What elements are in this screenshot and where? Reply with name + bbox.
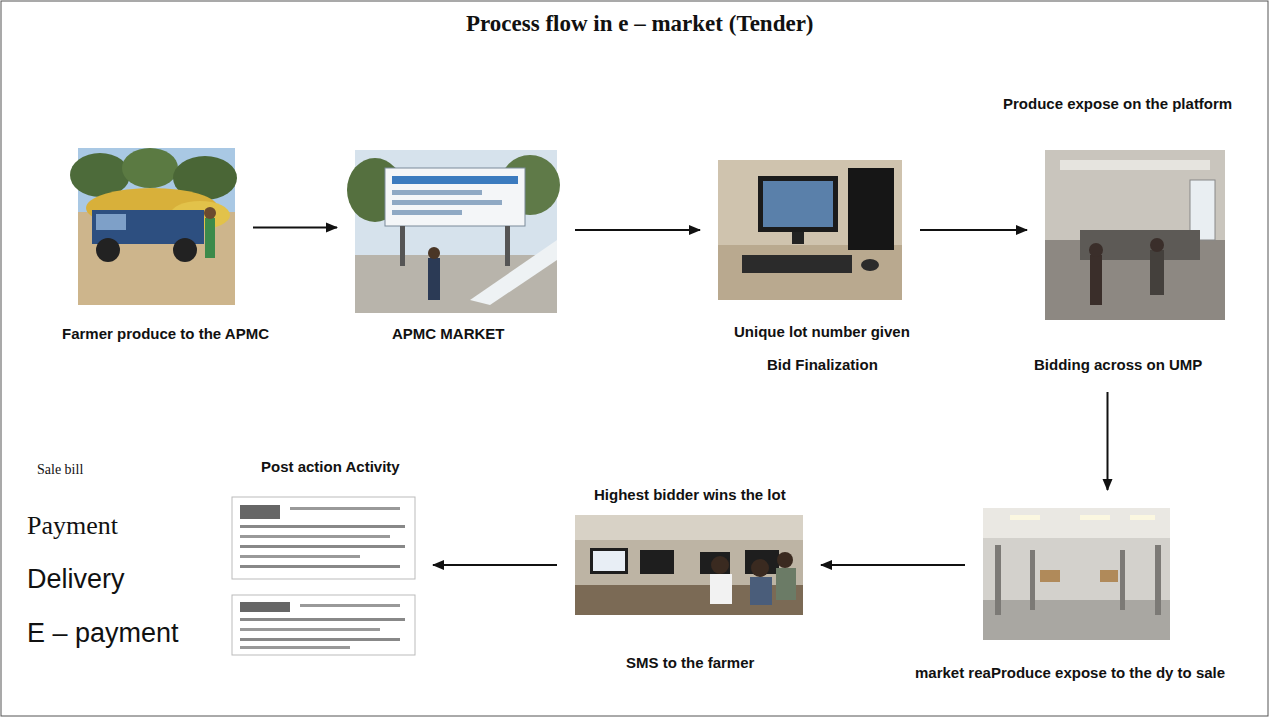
step-caption: Unique lot number given (734, 323, 910, 341)
e-platform-hall-photo (1045, 150, 1225, 320)
post-action-item: Delivery (27, 563, 125, 595)
apmc-market-photo (347, 150, 560, 313)
post-action-item: Payment (27, 510, 118, 542)
step-caption: Bidding across on UMP (1034, 356, 1202, 374)
photo-step: Post action Activity (230, 497, 415, 655)
step-caption: Post action Activity (261, 458, 400, 476)
post-action-item: Sale bill (37, 461, 83, 479)
step-caption: Highest bidder wins the lot (594, 486, 786, 504)
photo-step: APMC MARKET (355, 150, 557, 313)
flow-arrow (1107, 392, 1109, 490)
flow-arrow (920, 229, 1027, 231)
flow-arrow (253, 227, 337, 229)
flow-arrow (575, 229, 700, 231)
flow-arrow (821, 564, 965, 566)
photo-step: Unique lot number givenBid Finalization (718, 160, 902, 300)
step-caption: Farmer produce to the APMC (62, 325, 269, 343)
step-caption: Produce expose on the platform (1003, 95, 1232, 113)
step-caption: APMC MARKET (392, 325, 505, 343)
step-caption: SMS to the farmer (626, 654, 754, 672)
photo-step: Produce expose on the platformBidding ac… (1045, 150, 1225, 320)
diagram-title: Process flow in e – market (Tender) (466, 10, 814, 38)
cubicle-corridor-photo (983, 508, 1170, 640)
flow-arrow (433, 564, 557, 566)
photo-step: market reaProduce expose to the dy to sa… (983, 508, 1170, 640)
farmer-tractor-photo (70, 148, 237, 305)
photo-step: Highest bidder wins the lotSMS to the fa… (575, 515, 803, 615)
step-caption: market reaProduce expose to the dy to sa… (915, 664, 1225, 682)
bidding-office-photo (575, 515, 803, 615)
step-caption: Bid Finalization (767, 356, 878, 374)
computer-desk-photo (718, 160, 902, 300)
sale-bill-documents (232, 497, 415, 655)
post-action-item: E – payment (27, 617, 179, 649)
photo-step: Farmer produce to the APMC (78, 148, 235, 305)
